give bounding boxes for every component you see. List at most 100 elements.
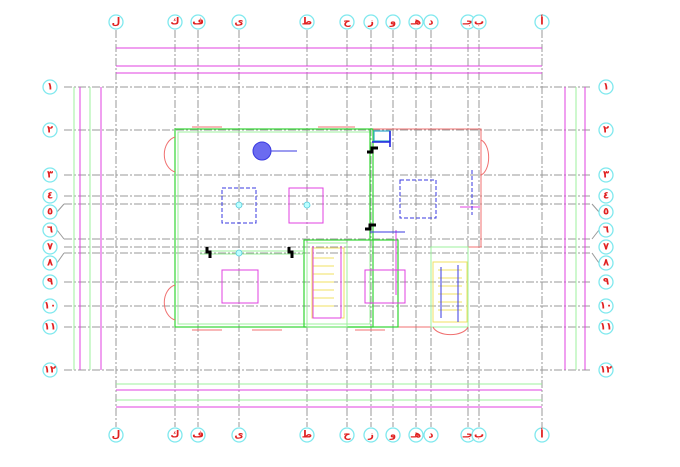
row-axis-left-bubble [42, 222, 58, 238]
row-axis-left-bubble [42, 298, 58, 314]
column-axis-top-label: جـ [462, 17, 474, 28]
column-axis-top-bubble [363, 14, 379, 30]
column-axis-top-label: ط [302, 17, 312, 28]
row-axis-right-label: ٦ [603, 225, 609, 236]
row-axis-left-bubble [42, 204, 58, 220]
column-axis-top-bubble [231, 14, 247, 30]
row-axis-right-label: ١٢ [600, 365, 612, 376]
column-axis-top-label: ح [343, 17, 351, 28]
column-axis-top-label: ف [192, 17, 204, 28]
column-axis-top-label: ب [474, 17, 484, 28]
row-axis-left-label: ٤ [47, 191, 53, 202]
leader-line [591, 229, 600, 240]
column-axis-bottom-bubble [339, 427, 355, 443]
row-axis-left-label: ٨ [47, 258, 53, 269]
row-axis-right-label: ١١ [600, 322, 612, 333]
column-axis-top-bubble [408, 14, 424, 30]
column-axis-bottom-label: ط [302, 430, 312, 441]
column-axis-bottom-bubble [231, 427, 247, 443]
row-axis-left-bubble [42, 319, 58, 335]
column-axis-bottom-bubble [471, 427, 487, 443]
row-axis-left-bubble [42, 362, 58, 378]
leader-line [56, 229, 65, 240]
column-axis-top-label: هـ [410, 17, 421, 28]
column-axis-top-label: أ [540, 15, 543, 28]
row-axis-right-bubble [598, 204, 614, 220]
row-axis-right-label: ٤ [603, 191, 609, 202]
row-axis-right-bubble [598, 79, 614, 95]
row-axis-right-label: ٧ [603, 242, 609, 253]
column-axis-bottom-bubble [385, 427, 401, 443]
leader-line [591, 203, 600, 213]
row-axis-right-bubble [598, 362, 614, 378]
column-axis-bottom-bubble [167, 427, 183, 443]
row-axis-right-label: ٥ [603, 207, 609, 218]
row-axis-left-label: ١١ [44, 322, 56, 333]
leader-line [591, 252, 600, 264]
column-axis-top-bubble [423, 14, 439, 30]
column-axis-bottom-label: ف [192, 430, 204, 441]
walls [163, 126, 490, 336]
column-axis-top-bubble [299, 14, 315, 30]
column-axis-top-bubble [108, 14, 124, 30]
column-axis-bottom-bubble [108, 427, 124, 443]
row-axis-left-label: ١٢ [44, 365, 56, 376]
row-axis-right-bubble [598, 319, 614, 335]
row-axis-left-label: ٧ [47, 242, 53, 253]
row-axis-left-bubble [42, 239, 58, 255]
row-axis-left-label: ٣ [47, 170, 53, 181]
column-axis-bottom-bubble [363, 427, 379, 443]
leader-line [56, 203, 65, 213]
row-axis-right-bubble [598, 122, 614, 138]
row-axis-left-bubble [42, 122, 58, 138]
column-axis-top-bubble [339, 14, 355, 30]
column-axis-bottom-label: ب [474, 430, 484, 441]
row-axis-right-label: ٩ [603, 277, 609, 288]
row-axis-left-bubble [42, 274, 58, 290]
structural-marks [205, 130, 480, 304]
column-axis-bottom-label: ك [170, 430, 179, 441]
column-axis-bottom-label: ل [112, 430, 121, 441]
column-axis-bottom-label: ح [343, 430, 351, 441]
staircase [311, 246, 468, 323]
column-axis-top-label: د [428, 17, 433, 28]
row-axis-right-label: ١ [603, 82, 609, 93]
column-axis-bottom-bubble [299, 427, 315, 443]
column-axis-bottom-label: ز [367, 430, 374, 441]
row-axis-right-bubble [598, 188, 614, 204]
column-axis-top-bubble [167, 14, 183, 30]
row-axis-right-bubble [598, 298, 614, 314]
row-axis-right-bubble [598, 255, 614, 271]
row-axis-left-bubble [42, 79, 58, 95]
column-axis-top-bubble [385, 14, 401, 30]
column-axis-top-label: ى [234, 17, 243, 28]
row-axis-left-label: ١ [47, 82, 53, 93]
column-axis-bottom-label: هـ [410, 430, 421, 441]
column-axis-bottom-bubble [534, 427, 550, 443]
row-axis-left-label: ٩ [47, 277, 53, 288]
column-axis-top-label: ك [170, 17, 179, 28]
column-axis-top-bubble [471, 14, 487, 30]
column-axis-bottom-bubble [190, 427, 206, 443]
column-axis-bottom-label: د [428, 430, 433, 441]
column-axis-bottom-label: جـ [462, 430, 474, 441]
row-axis-right-bubble [598, 274, 614, 290]
column-axis-bottom-bubble [423, 427, 439, 443]
column-axis-top-label: و [389, 17, 396, 28]
row-axis-left-label: ٢ [47, 125, 53, 136]
row-axis-right-label: ٢ [603, 125, 609, 136]
row-axis-left-bubble [42, 255, 58, 271]
column-axis-top-label: ز [367, 17, 374, 28]
row-axis-right-label: ٣ [603, 170, 609, 181]
leader-line [56, 252, 65, 264]
row-axis-left-bubble [42, 188, 58, 204]
grid-lines [56, 30, 600, 427]
row-axis-left-label: ٦ [47, 225, 53, 236]
column-axis-bottom-label: و [389, 430, 396, 441]
row-axis-left-label: ٥ [47, 207, 53, 218]
row-axis-left-label: ١٠ [44, 301, 56, 312]
dimension-lines [73, 47, 586, 408]
row-axis-right-bubble [598, 239, 614, 255]
column-axis-top-bubble [190, 14, 206, 30]
